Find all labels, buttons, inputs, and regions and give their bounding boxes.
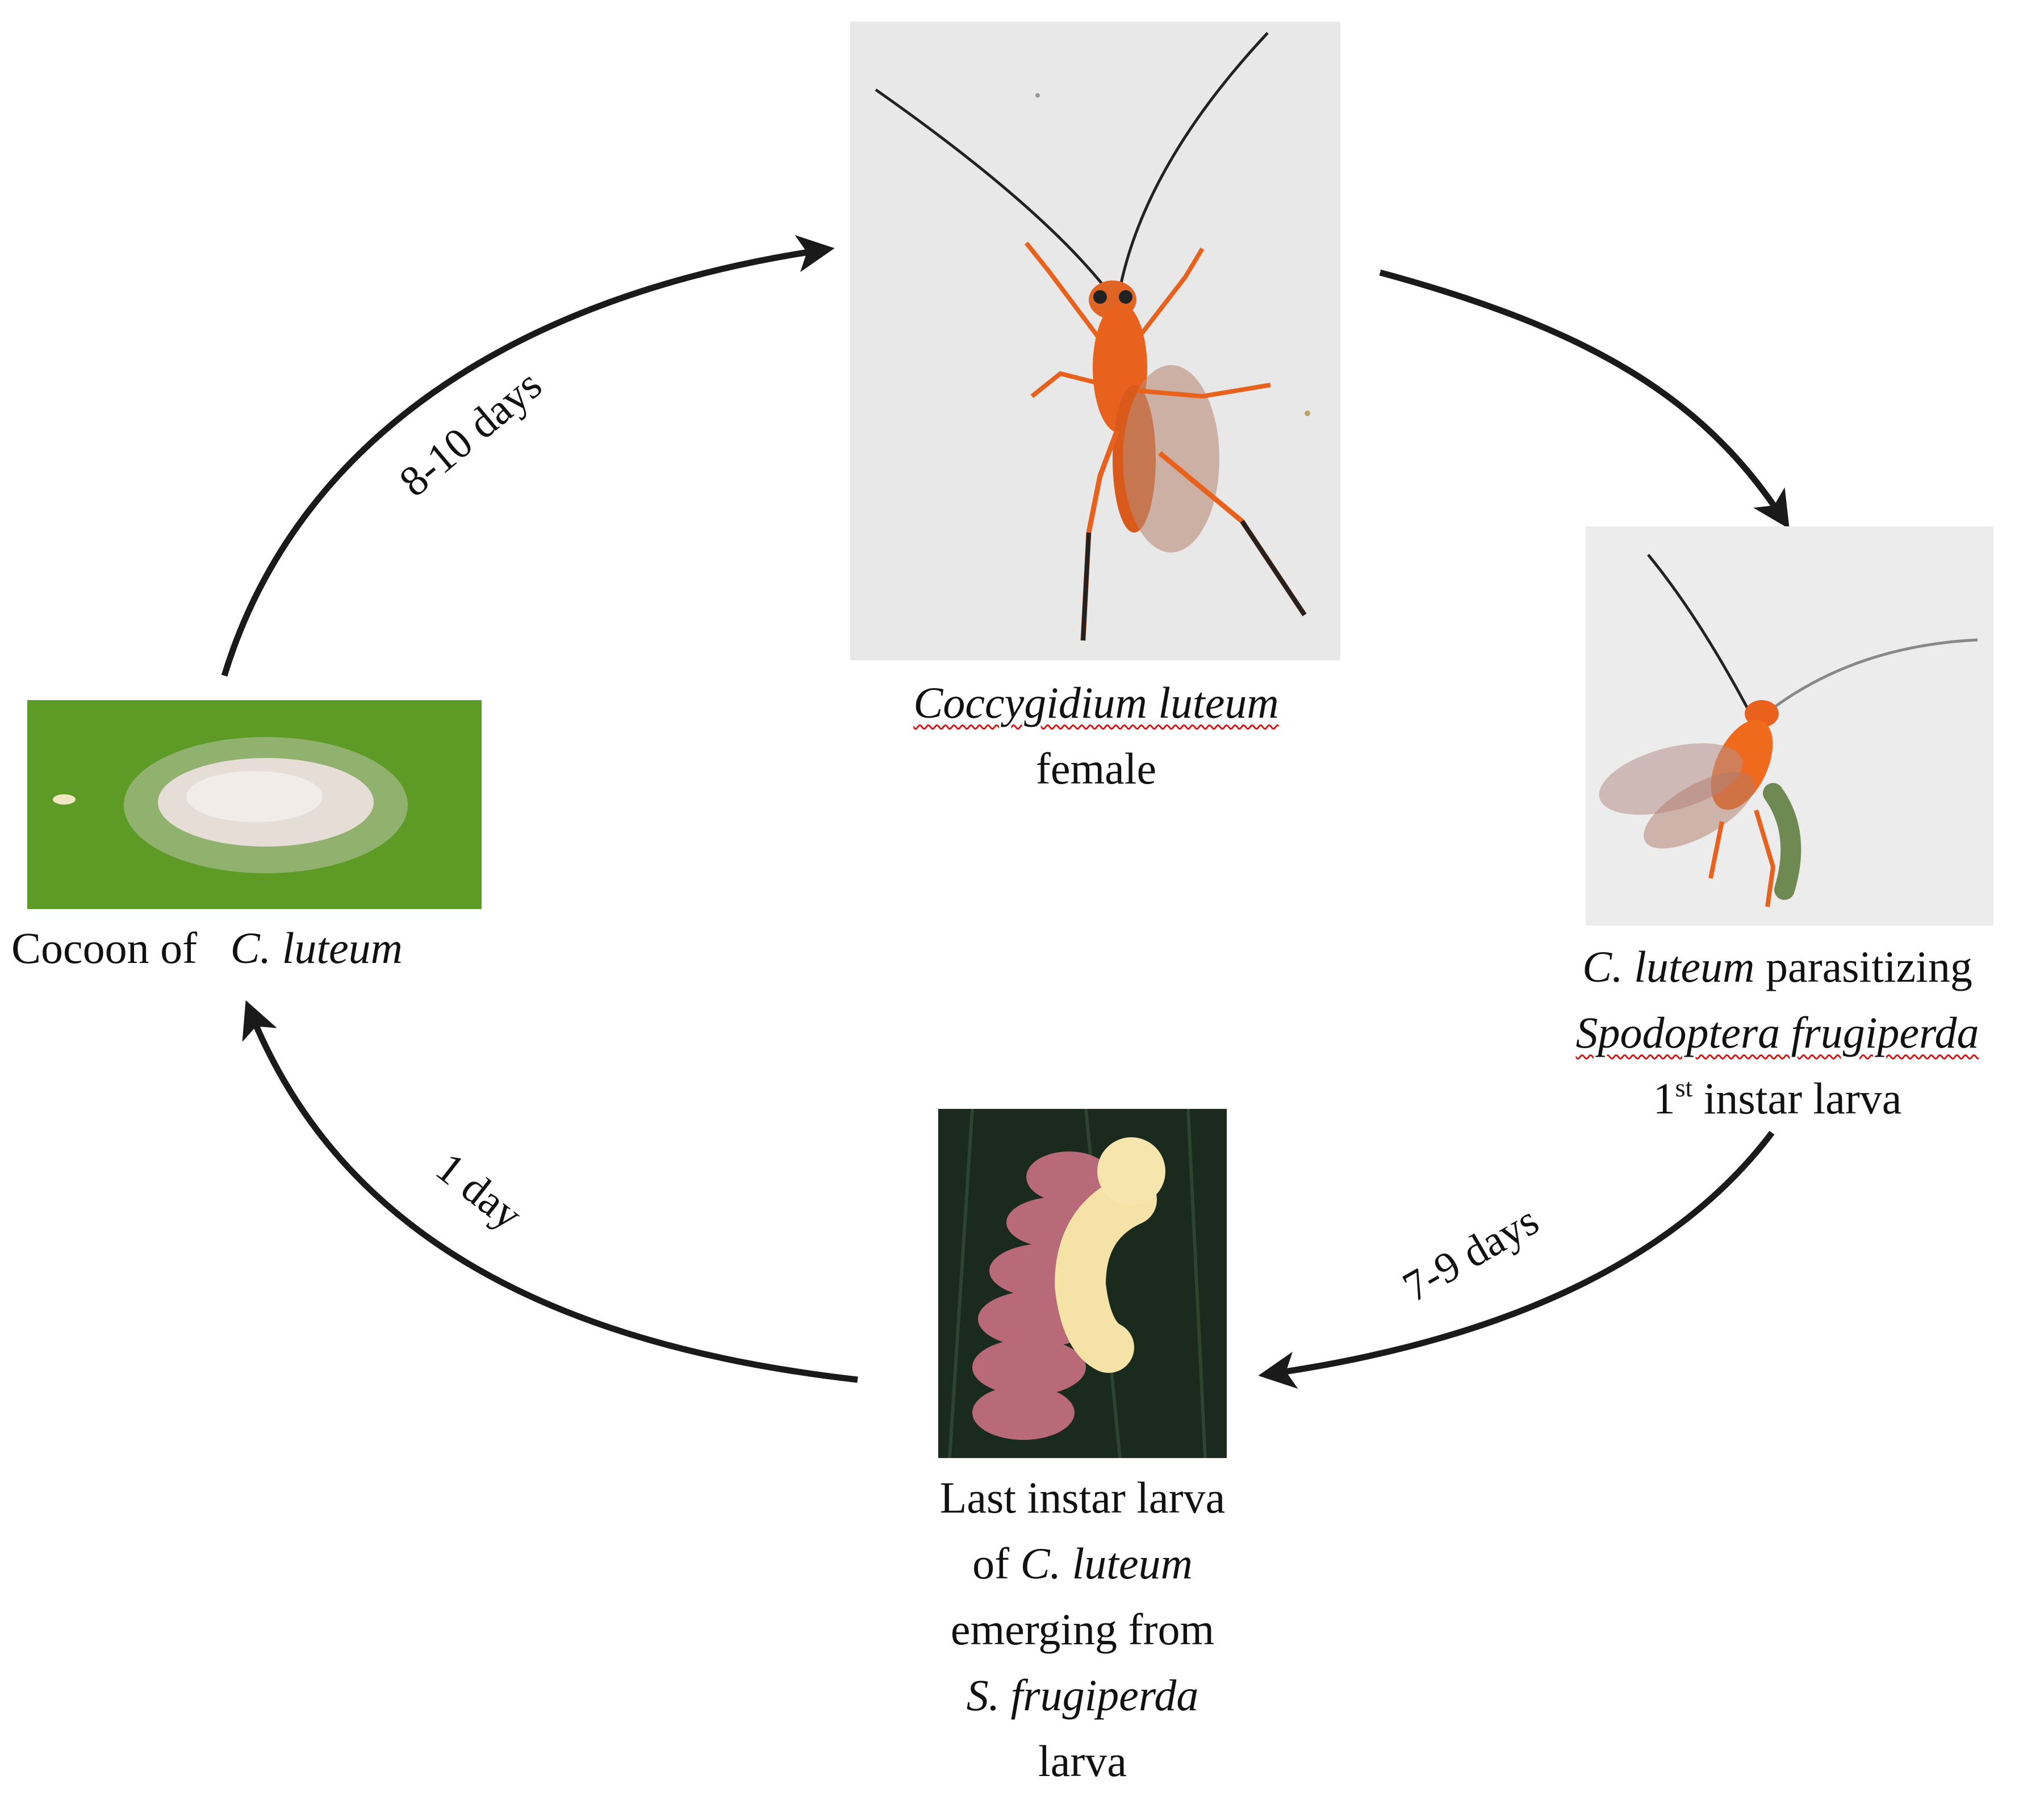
emerging-line1: Last instar larva: [939, 1473, 1226, 1522]
cocoon-prefix: Cocoon of: [11, 923, 198, 973]
larva-emerging-image: [938, 1109, 1227, 1458]
emerging-of: of: [972, 1539, 1010, 1588]
photo-parasitizing: [1586, 526, 1993, 925]
wasp-female-image: [850, 22, 1340, 660]
cocoon-species: C. luteum: [230, 923, 403, 973]
photo-emerging-larva: [938, 1109, 1227, 1458]
caption-adult: Coccygidium luteum female: [841, 670, 1352, 802]
emerging-species: C. luteum: [1020, 1539, 1193, 1588]
wasp-parasitizing-image: [1586, 526, 1993, 925]
wasp-name: C. luteum: [1582, 942, 1755, 991]
instar-label: instar larva: [1703, 1074, 1902, 1123]
photo-cocoon: [27, 700, 482, 909]
host-name: Spodoptera frugiperda: [1575, 1008, 1979, 1057]
arrow-cocoon-to-adult: [221, 235, 835, 677]
caption-cocoon: Cocoon of C. luteum: [11, 915, 511, 981]
arrow-adult-to-parasitizing: [1379, 269, 1790, 529]
cocoon-image: [27, 700, 482, 909]
emerging-host: S. frugiperda: [966, 1670, 1199, 1720]
arrow-parasitizing-to-emerging: [1258, 1130, 1775, 1389]
instar-suffix: st: [1675, 1073, 1693, 1102]
instar-number: 1: [1653, 1074, 1675, 1123]
caption-emerging: Last instar larva of C. luteum emerging …: [795, 1465, 1370, 1794]
sex-label: female: [1035, 744, 1157, 793]
emerging-line5: larva: [1038, 1736, 1127, 1786]
photo-adult-female: [850, 22, 1340, 660]
caption-parasitizing: C. luteum parasitizing Spodoptera frugip…: [1511, 934, 2044, 1132]
verb-label: parasitizing: [1765, 942, 1972, 991]
emerging-line3: emerging from: [950, 1605, 1215, 1654]
arrow-emerging-to-cocoon: [242, 1000, 858, 1383]
species-name: Coccygidium luteum: [913, 678, 1279, 727]
